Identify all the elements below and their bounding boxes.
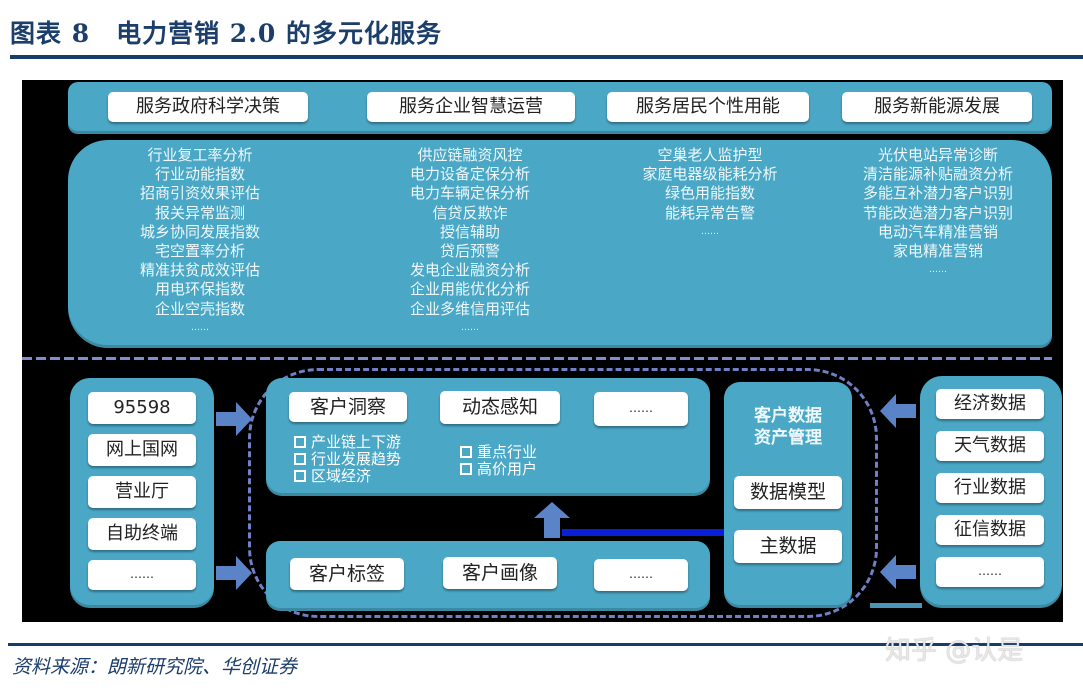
service-item-more: …… [191, 322, 209, 333]
insight-item: 区域经济 [294, 468, 401, 485]
service-item: 空巢老人监护型 [657, 146, 763, 164]
service-item: 电力车辆定保分析 [409, 184, 530, 203]
service-item: 城乡协同发展指数 [139, 222, 260, 241]
channel-service-hall: 营业厅 [88, 476, 196, 508]
insight-item: 产业链上下游 [294, 434, 401, 451]
service-item: 节能改造潜力客户识别 [862, 203, 1013, 222]
connector-line [562, 529, 726, 536]
checkbox-icon [460, 446, 472, 458]
service-item: 宅空置率分析 [154, 242, 245, 261]
checkbox-icon [294, 453, 306, 465]
data-model-button: 数据模型 [734, 476, 842, 509]
service-item: 多能互补潜力客户识别 [862, 184, 1013, 203]
external-data-more: …… [936, 557, 1044, 587]
service-item: 贷后预警 [439, 242, 500, 261]
credit-data: 征信数据 [936, 515, 1044, 545]
external-connector [870, 603, 922, 608]
service-column-government: 行业复工率分析 行业动能指数 招商引资效果评估 报关异常监测 城乡协同发展指数 … [110, 146, 290, 338]
dynamic-sensing-button: 动态感知 [440, 391, 560, 424]
weather-data: 天气数据 [936, 431, 1044, 461]
customer-portrait-button: 客户画像 [443, 557, 557, 589]
industry-data: 行业数据 [936, 473, 1044, 503]
service-item: 能耗异常告警 [664, 203, 755, 222]
header-enterprise: 服务企业智慧运营 [367, 92, 575, 122]
service-item: 发电企业融资分析 [409, 261, 530, 280]
figure-title: 图表 8 电力营销 2.0 的多元化服务 [10, 19, 443, 48]
insight-more-button: …… [594, 392, 688, 426]
service-column-residents: 空巢老人监护型 家庭电器级能耗分析 绿色用能指数 能耗异常告警 …… [620, 146, 800, 242]
service-column-enterprise: 供应链融资风控 电力设备定保分析 电力车辆定保分析 信贷反欺诈 授信辅助 贷后预… [380, 146, 560, 338]
header-government: 服务政府科学决策 [108, 92, 308, 122]
service-item: 供应链融资风控 [417, 146, 523, 164]
service-item: 家电精准营销 [892, 242, 983, 261]
service-item: 授信辅助 [439, 222, 500, 241]
economic-data: 经济数据 [936, 389, 1044, 419]
source-note: 资料来源：朗新研究院、华创证券 [12, 656, 298, 678]
header-residents: 服务居民个性用能 [607, 92, 809, 122]
service-item-more: …… [929, 265, 947, 276]
service-item: 精准扶贫成效评估 [139, 261, 260, 280]
service-item: 行业复工率分析 [147, 146, 253, 164]
service-item: 信贷反欺诈 [432, 203, 508, 222]
channel-online-grid: 网上国网 [88, 434, 196, 466]
arrow-left-icon [880, 555, 916, 589]
title-rule [10, 55, 1083, 59]
service-item: 企业空壳指数 [154, 299, 245, 318]
service-item: 用电环保指数 [154, 280, 245, 299]
master-data-button: 主数据 [734, 530, 842, 563]
arrow-left-icon [880, 394, 916, 428]
channel-95598: 95598 [88, 392, 196, 424]
service-item: 招商引资效果评估 [139, 184, 260, 203]
service-item: 行业动能指数 [154, 165, 245, 184]
insight-item: 行业发展趋势 [294, 451, 401, 468]
layer-divider [22, 357, 1052, 360]
sensing-item: 重点行业 [460, 444, 537, 461]
insight-list: 产业链上下游 行业发展趋势 区域经济 [294, 434, 401, 485]
sensing-list: 重点行业 高价用户 [460, 444, 537, 478]
service-item-more: …… [701, 226, 719, 237]
service-item: 光伏电站异常诊断 [877, 146, 998, 164]
arrow-right-icon [216, 556, 252, 590]
checkbox-icon [294, 436, 306, 448]
header-new-energy: 服务新能源发展 [842, 92, 1032, 122]
watermark: 知乎 @认是 [885, 636, 1024, 666]
checkbox-icon [460, 463, 472, 475]
service-item: 家庭电器级能耗分析 [642, 165, 778, 184]
source-rule [8, 643, 1083, 646]
service-column-new-energy: 光伏电站异常诊断 清洁能源补贴融资分析 多能互补潜力客户识别 节能改造潜力客户识… [848, 146, 1028, 280]
service-item: 企业多维信用评估 [409, 299, 530, 318]
service-item: 企业用能优化分析 [409, 280, 530, 299]
service-item: 报关异常监测 [154, 203, 245, 222]
customer-tag-button: 客户标签 [290, 558, 404, 590]
arrow-up-icon [534, 502, 570, 538]
service-item: 电动汽车精准营销 [877, 222, 998, 241]
asset-management-title: 客户数据 资产管理 [754, 406, 822, 448]
service-item: 电力设备定保分析 [409, 165, 530, 184]
data-platform-boundary [248, 368, 878, 618]
profile-more-button: …… [594, 559, 688, 591]
insight-button: 客户洞察 [289, 392, 407, 422]
channel-self-service-terminal: 自助终端 [88, 518, 196, 550]
service-items-area [68, 140, 1052, 348]
sensing-item: 高价用户 [460, 461, 537, 478]
service-item-more: …… [461, 322, 479, 333]
service-item: 绿色用能指数 [664, 184, 755, 203]
service-item: 清洁能源补贴融资分析 [862, 165, 1013, 184]
checkbox-icon [294, 470, 306, 482]
channel-more: …… [88, 560, 196, 590]
arrow-right-icon [216, 402, 252, 436]
